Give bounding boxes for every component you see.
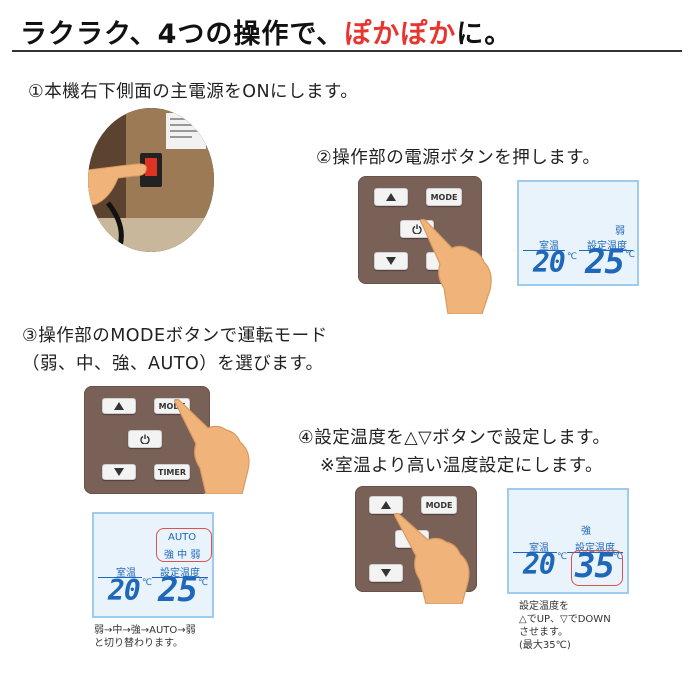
step-3-text-line2: （弱、中、強、AUTO）を選びます。 xyxy=(22,354,324,374)
lcd-unit: ℃ xyxy=(557,552,568,562)
pointing-hand-icon xyxy=(419,218,492,314)
lcd-mode-text: 強 xyxy=(581,526,591,537)
power-icon xyxy=(412,224,422,234)
lcd-mode-options: 強 中 弱 xyxy=(164,550,201,561)
title-post: に。 xyxy=(456,19,513,50)
up-button[interactable] xyxy=(369,496,403,514)
lcd-underline xyxy=(513,552,557,553)
up-button[interactable] xyxy=(102,398,136,414)
lcd-set-temp: 25 xyxy=(585,242,625,282)
page-title: ラクラク、4つの操作で、ぽかぽかに。 xyxy=(20,12,512,51)
highlight-ring xyxy=(571,550,623,586)
step-3-caption-line1: 弱→中→強→AUTO→弱 xyxy=(94,625,196,636)
lcd-display-step2: 弱 室温 設定温度 20 ℃ 25 ℃ xyxy=(517,180,639,286)
lcd-set-temp: 25 xyxy=(158,570,198,610)
lcd-room-label: 室温 xyxy=(529,543,549,554)
title-highlight: ぽかぽか xyxy=(344,19,457,50)
step-3-text-line1: ③操作部のMODEボタンで運転モード xyxy=(22,326,328,346)
triangle-down-icon xyxy=(381,569,391,577)
power-icon xyxy=(140,434,150,444)
lcd-unit: ℃ xyxy=(625,250,636,260)
lcd-underline xyxy=(523,250,565,251)
mode-button[interactable]: MODE xyxy=(421,496,457,514)
lcd-room-temp: 20 xyxy=(108,574,141,607)
main-power-switch-photo xyxy=(88,108,214,252)
lcd-display-step4: 強 室温 設定温度 20 ℃ 35 ℃ xyxy=(507,488,629,594)
lcd-set-label: 設定温度 xyxy=(587,241,627,252)
lcd-unit: ℃ xyxy=(613,552,624,562)
title-pre: ラクラク、4つの操作で、 xyxy=(20,19,345,50)
pointing-hand-icon xyxy=(393,512,470,604)
step-4-caption-line4: (最大35℃) xyxy=(519,640,571,651)
mode-button[interactable]: MODE xyxy=(426,188,462,206)
lcd-set-temp: 35 xyxy=(575,546,615,586)
lcd-display-step3: AUTO 強 中 弱 室温 設定温度 20 ℃ 25 ℃ xyxy=(92,512,214,618)
step-4-text-line1: ④設定温度を△▽ボタンで設定します。 xyxy=(298,428,611,448)
down-button[interactable] xyxy=(102,464,136,480)
triangle-down-icon xyxy=(114,468,124,476)
down-button[interactable] xyxy=(369,564,403,582)
step-2-text: ②操作部の電源ボタンを押します。 xyxy=(316,148,601,168)
step-4-text-line2: ※室温より高い温度設定にします。 xyxy=(320,456,604,476)
pointing-hand-icon xyxy=(173,398,250,494)
triangle-up-icon xyxy=(114,402,124,410)
lcd-unit: ℃ xyxy=(198,578,209,588)
down-button[interactable] xyxy=(374,252,408,270)
control-panel-step3: MODE TIMER xyxy=(84,386,210,494)
step-4-caption-line1: 設定温度を xyxy=(519,601,569,612)
lcd-unit: ℃ xyxy=(567,252,578,262)
triangle-down-icon xyxy=(386,257,396,265)
lcd-unit: ℃ xyxy=(142,578,153,588)
lcd-room-temp: 20 xyxy=(533,246,566,279)
step-1-text: ①本機右下側面の主電源をONにします。 xyxy=(28,82,359,102)
step-4-caption-line2: △でUP、▽でDOWN xyxy=(519,614,611,625)
lcd-room-label: 室温 xyxy=(539,241,559,252)
lcd-set-label: 設定温度 xyxy=(575,543,615,554)
step-4-caption-line3: させます。 xyxy=(519,627,568,638)
triangle-up-icon xyxy=(381,501,391,509)
power-button[interactable] xyxy=(128,430,162,448)
lcd-underline xyxy=(579,250,633,251)
title-rule xyxy=(12,50,682,52)
up-button[interactable] xyxy=(374,188,408,206)
timer-button[interactable]: TIMER xyxy=(154,464,190,480)
lcd-auto-text: AUTO xyxy=(168,532,197,543)
lcd-underline xyxy=(98,577,142,578)
lcd-set-label: 設定温度 xyxy=(160,568,200,579)
lcd-underline xyxy=(152,577,208,578)
highlight-ring xyxy=(156,528,212,562)
lcd-mode-text: 弱 xyxy=(615,226,625,237)
lcd-room-label: 室温 xyxy=(116,568,136,579)
lcd-underline xyxy=(567,552,623,553)
triangle-up-icon xyxy=(386,193,396,201)
step-3-caption-line2: と切り替わります。 xyxy=(94,638,183,649)
lcd-room-temp: 20 xyxy=(523,548,556,581)
